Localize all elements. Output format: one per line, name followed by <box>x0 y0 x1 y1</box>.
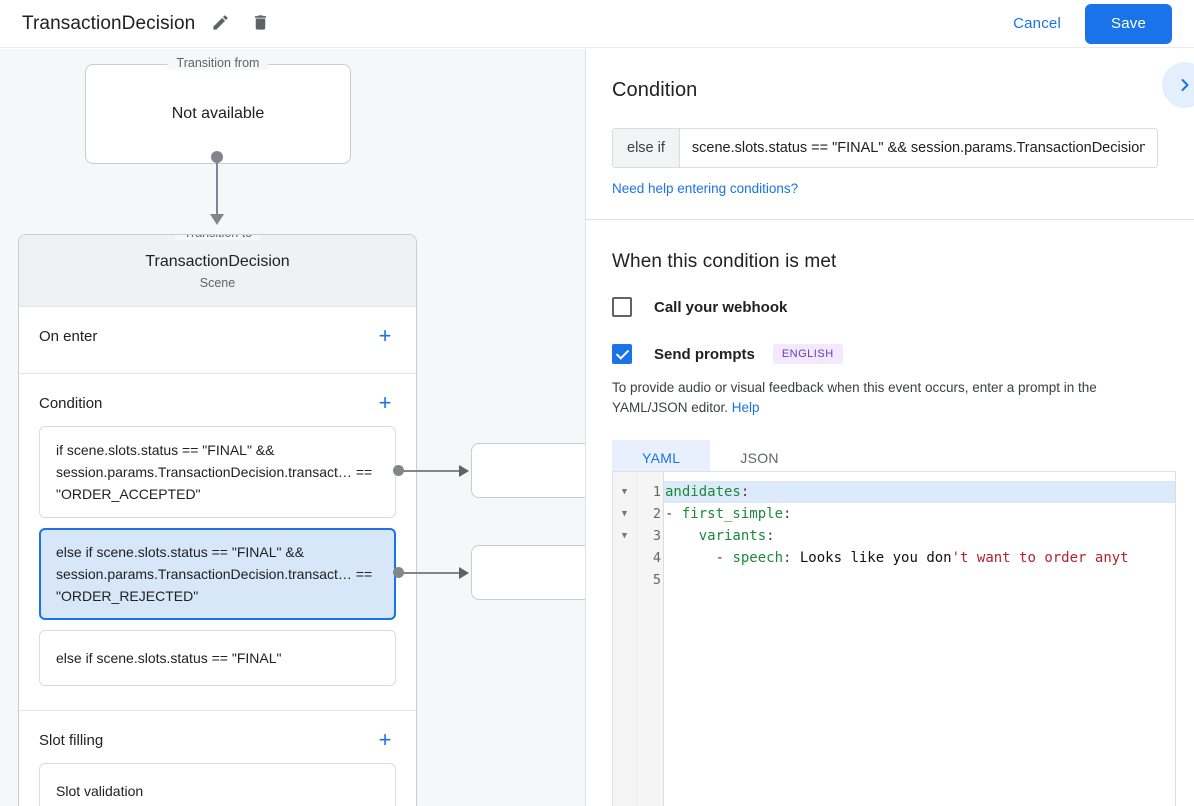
fold-spacer <box>613 547 636 569</box>
section-header-slot-filling: Slot filling + <box>19 711 416 763</box>
transition-to-card: Transition to TransactionDecision Scene … <box>18 234 417 806</box>
transition-from-value: Not available <box>171 105 265 122</box>
condition-item[interactable]: if scene.slots.status == "FINAL" && sess… <box>39 426 396 518</box>
slot-filling-item[interactable]: Slot validation <box>39 763 396 806</box>
yaml-code-editor[interactable]: ▼ ▼ ▼ 1 2 3 4 5 andidates: - first_simpl… <box>612 471 1176 806</box>
line-number: 5 <box>652 572 661 588</box>
when-condition-met-heading: When this condition is met <box>612 251 837 272</box>
condition-item-selected[interactable]: else if scene.slots.status == "FINAL" &&… <box>39 528 396 620</box>
section-title-on-enter: On enter <box>39 327 98 345</box>
edge-line <box>399 572 461 574</box>
transition-to-legend: Transition to <box>174 235 262 240</box>
fold-toggle[interactable]: ▼ <box>621 509 628 519</box>
condition-input-row[interactable]: else if <box>612 128 1158 168</box>
edge-anchor-dot <box>393 465 404 476</box>
code-line[interactable]: - speech: Looks like you don't want to o… <box>665 550 1129 566</box>
condition-details-header: Condition else if Need help entering con… <box>586 49 1194 198</box>
section-divider <box>586 219 1194 220</box>
save-button[interactable]: Save <box>1085 3 1172 44</box>
add-on-enter-button[interactable]: + <box>372 323 398 349</box>
language-badge: ENGLISH <box>772 344 843 364</box>
graph-connector-arrow <box>210 214 224 225</box>
cancel-button[interactable]: Cancel <box>999 7 1075 40</box>
edge-line <box>399 470 461 472</box>
tab-json[interactable]: JSON <box>710 440 809 476</box>
page-title: TransactionDecision <box>22 12 196 34</box>
transition-from-card[interactable]: Transition from Not available <box>85 56 351 164</box>
line-number: 2 <box>652 506 661 522</box>
scene-type-label: Scene <box>199 276 236 290</box>
prompt-help-text: To provide audio or visual feedback when… <box>612 378 1172 418</box>
code-line[interactable] <box>664 569 1176 591</box>
section-slot-filling: Slot filling + Slot validation <box>19 711 416 806</box>
prompt-help-sentence: To provide audio or visual feedback when… <box>612 380 1097 415</box>
section-on-enter: On enter + <box>19 307 416 374</box>
call-webhook-checkbox[interactable] <box>612 297 632 317</box>
graph-connector-line <box>216 156 218 219</box>
top-app-bar: TransactionDecision Cancel Save <box>0 0 1194 48</box>
add-slot-filling-button[interactable]: + <box>372 727 398 753</box>
delete-button[interactable] <box>245 9 275 39</box>
line-number: 4 <box>652 550 661 566</box>
target-node-stub[interactable] <box>471 443 586 498</box>
pencil-icon <box>211 13 230 35</box>
scene-name: TransactionDecision <box>145 253 290 270</box>
condition-help-link[interactable]: Need help entering conditions? <box>612 181 799 196</box>
edge-arrow <box>459 567 469 579</box>
condition-operator-prefix: else if <box>613 129 680 167</box>
add-condition-button[interactable]: + <box>372 390 398 416</box>
tab-yaml[interactable]: YAML <box>612 440 711 476</box>
line-number: 1 <box>652 484 661 500</box>
editor-format-tabs: YAML JSON <box>612 440 1194 476</box>
edit-name-button[interactable] <box>205 9 235 39</box>
fold-spacer <box>613 569 636 591</box>
condition-item[interactable]: else if scene.slots.status == "FINAL" <box>39 630 396 686</box>
edge-arrow <box>459 465 469 477</box>
code-text-area[interactable]: andidates: - first_simple: variants: - s… <box>664 472 1176 806</box>
send-prompts-row[interactable]: Send prompts ENGLISH <box>612 344 1194 364</box>
edge-anchor-dot <box>393 567 404 578</box>
code-line[interactable]: - first_simple: <box>665 506 792 522</box>
fold-toggle[interactable]: ▼ <box>621 531 628 541</box>
target-node-stub[interactable] <box>471 545 586 600</box>
panel-divider <box>585 49 586 806</box>
condition-expression-input[interactable] <box>679 129 1157 167</box>
section-title-slot-filling: Slot filling <box>39 731 104 749</box>
code-line[interactable]: variants: <box>698 528 775 544</box>
fold-toggle[interactable]: ▼ <box>621 487 628 497</box>
code-editor-right-edge <box>1175 471 1176 806</box>
code-line[interactable]: andidates: <box>664 481 1176 503</box>
chevron-right-icon[interactable] <box>1162 62 1194 108</box>
webhook-row[interactable]: Call your webhook <box>612 297 1194 317</box>
code-line-numbers: 1 2 3 4 5 <box>637 472 664 806</box>
section-title-condition: Condition <box>39 394 103 412</box>
trash-icon <box>251 13 270 35</box>
scene-graph-panel: Transition from Not available Transition… <box>0 49 586 806</box>
section-condition: Condition + if scene.slots.status == "FI… <box>19 374 416 711</box>
scene-header[interactable]: TransactionDecision Scene <box>19 235 416 307</box>
call-webhook-label: Call your webhook <box>654 298 788 316</box>
condition-heading: Condition <box>612 79 698 101</box>
line-number: 3 <box>652 528 661 544</box>
section-header-on-enter: On enter + <box>19 307 416 359</box>
send-prompts-label: Send prompts <box>654 345 755 363</box>
prompt-help-link[interactable]: Help <box>731 400 760 415</box>
send-prompts-checkbox[interactable] <box>612 344 632 364</box>
condition-effects-section: When this condition is met Call your web… <box>586 220 1194 476</box>
code-fold-gutter: ▼ ▼ ▼ <box>613 472 637 806</box>
transition-from-legend: Transition from <box>167 56 269 70</box>
section-header-condition: Condition + <box>19 374 416 426</box>
